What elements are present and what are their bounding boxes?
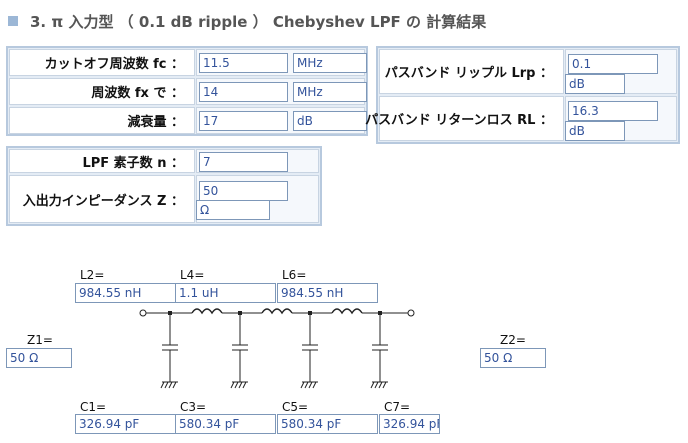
c1-caption: C1= xyxy=(80,400,107,414)
atten-value-field[interactable]: 17 xyxy=(199,111,288,131)
capacitor-c7 xyxy=(370,313,388,389)
z2-value-field[interactable]: 50 Ω xyxy=(480,348,546,368)
lpf-count-label: LPF 素子数 n ： xyxy=(9,149,195,173)
z1-value-field[interactable]: 50 Ω xyxy=(6,348,72,368)
cutoff-label: カットオフ周波数 fc ： xyxy=(9,49,195,76)
l4-caption: L4= xyxy=(180,268,205,282)
l2-value-field[interactable]: 984.55 nH xyxy=(75,283,176,303)
cutoff-unit-field[interactable]: MHz xyxy=(293,53,367,73)
c1-value-field[interactable]: 326.94 pF xyxy=(75,414,176,434)
ripple-value-field[interactable]: 0.1 xyxy=(568,54,658,74)
capacitor-c5 xyxy=(300,313,318,389)
return-loss-value-field[interactable]: 16.3 xyxy=(568,101,658,121)
atten-label: 減衰量 ： xyxy=(9,107,195,134)
c7-value-field[interactable]: 326.94 pF xyxy=(379,414,440,434)
l4-value-field[interactable]: 1.1 uH xyxy=(175,283,276,303)
c3-value-field[interactable]: 580.34 pF xyxy=(175,414,276,434)
impedance-unit-field[interactable]: Ω xyxy=(196,200,270,220)
input-terminal xyxy=(139,309,147,317)
z1-caption: Z1= xyxy=(27,333,53,347)
section-bullet-icon xyxy=(8,16,18,26)
freq-unit-field[interactable]: MHz xyxy=(293,82,367,102)
impedance-value-field[interactable]: 50 xyxy=(199,181,288,201)
junction-dots xyxy=(168,311,382,315)
freq-label: 周波数 fx で ： xyxy=(9,78,195,105)
freq-value-field[interactable]: 14 xyxy=(199,82,288,102)
impedance-label: 入出力インピーダンス Z ： xyxy=(9,175,195,223)
l6-value-field[interactable]: 984.55 nH xyxy=(277,283,378,303)
return-loss-unit-field[interactable]: dB xyxy=(565,121,625,141)
lpf-count-field[interactable]: 7 xyxy=(199,152,288,172)
c5-caption: C5= xyxy=(282,400,309,414)
atten-unit-field[interactable]: dB xyxy=(293,111,367,131)
output-terminal xyxy=(407,309,415,317)
c7-caption: C7= xyxy=(384,400,411,414)
cutoff-value-field[interactable]: 11.5 xyxy=(199,53,288,73)
c5-value-field[interactable]: 580.34 pF xyxy=(277,414,378,434)
inductor-l6 xyxy=(331,308,363,315)
z2-caption: Z2= xyxy=(500,333,526,347)
inductor-l2 xyxy=(191,308,223,315)
l2-caption: L2= xyxy=(80,268,105,282)
capacitor-c3 xyxy=(230,313,248,389)
ripple-label: パスバンド リップル Lrp ： xyxy=(379,49,564,94)
l6-caption: L6= xyxy=(282,268,307,282)
c3-caption: C3= xyxy=(180,400,207,414)
page-title: 3. π 入力型 （ 0.1 dB ripple ） Chebyshev LPF… xyxy=(8,8,486,34)
capacitor-c1 xyxy=(160,313,178,389)
page-title-text: 3. π 入力型 （ 0.1 dB ripple ） Chebyshev LPF… xyxy=(30,12,487,31)
return-loss-label: パスバンド リターンロス RL ： xyxy=(365,96,564,141)
ripple-unit-field[interactable]: dB xyxy=(565,74,625,94)
inductor-l4 xyxy=(261,308,293,315)
